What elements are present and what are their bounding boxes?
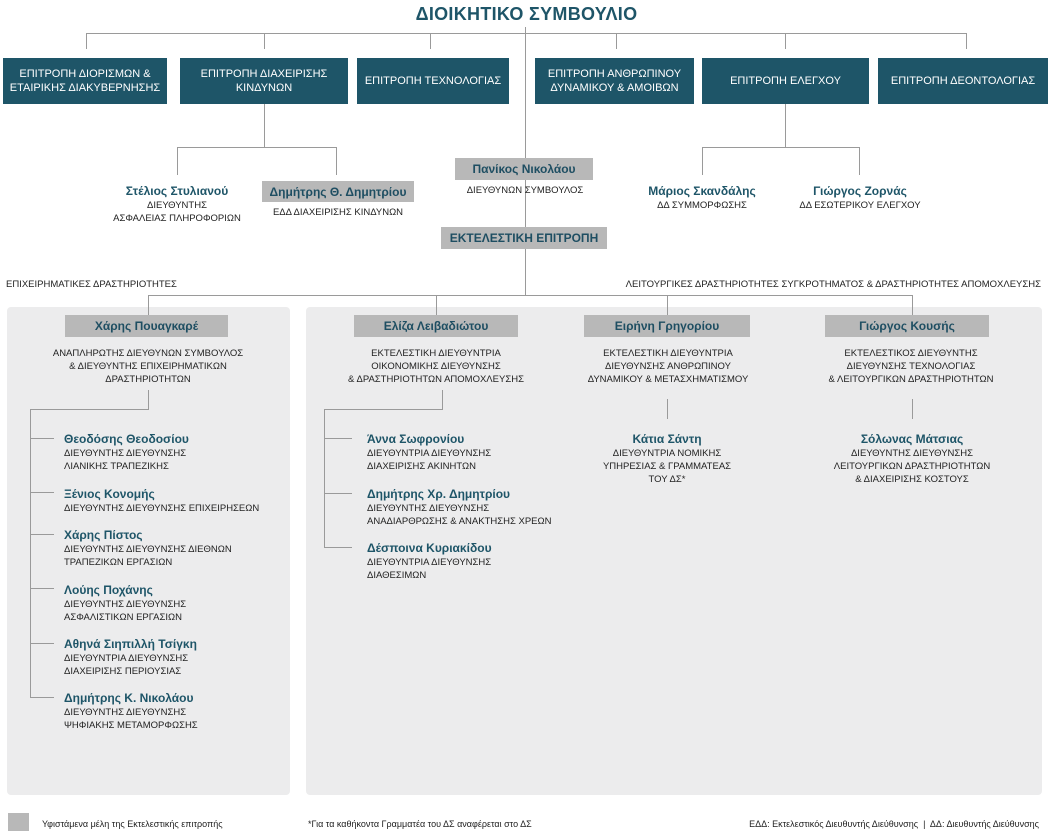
board-title: ΔΙΟΙΚΗΤΙΚΟ ΣΥΜΒΟΥΛΙΟ (415, 4, 638, 24)
business-report-role: ΔΙΕΥΘΥΝΤΗΣ ΔΙΕΥΘΥΝΣΗΣ ΕΠΙΧΕΙΡΗΣΕΩΝ (64, 503, 260, 514)
head-business-box[interactable]: Χάρης Πουαγκαρέ (65, 315, 228, 337)
finance-report-name: Δέσποινα Κυριακίδου (367, 541, 492, 555)
head-hr-box[interactable]: Ειρήνη Γρηγορίου (584, 315, 750, 337)
head-tech-box[interactable]: Γιώργος Κουσής (825, 315, 989, 337)
committees-bar (86, 33, 966, 34)
head-hr-role: ΕΚΤΕΛΕΣΤΙΚΗ ΔΙΕΥΘΥΝΤΡΙΑ ΔΙΕΥΘΥΝΣΗΣ ΑΝΘΡΩ… (587, 348, 749, 385)
business-panel (7, 307, 290, 795)
business-report-name: Αθηνά Σιηπιλλή Τσίγκη (64, 637, 197, 651)
risk-report-name: Στέλιος Στυλιανού (125, 184, 229, 198)
ceo-role: ΔΙΕΥΘΥΝΩΝ ΣΥΜΒΟΥΛΟΣ (466, 185, 584, 196)
footnote: *Για τα καθήκοντα Γραμματέα του ΔΣ αναφέ… (308, 819, 532, 829)
committee-nominations[interactable]: ΕΠΙΤΡΟΠΗ ΔΙΟΡΙΣΜΩΝ & ΕΤΑΙΡΙΚΗΣ ΔΙΑΚΥΒΕΡΝ… (3, 58, 167, 104)
tech-report-role: ΔΙΕΥΘΥΝΤΗΣ ΔΙΕΥΘΥΝΣΗΣ ΛΕΙΤΟΥΡΓΙΚΩΝ ΔΡΑΣΤ… (833, 448, 991, 485)
exec-committee-box[interactable]: ΕΚΤΕΛΕΣΤΙΚΗ ΕΠΙΤΡΟΠΗ (441, 227, 607, 249)
legend-swatch (8, 813, 29, 831)
finance-report-role: ΔΙΕΥΘΥΝΤΡΙΑ ΔΙΕΥΘΥΝΣΗΣ ΔΙΑΘΕΣΙΜΩΝ (367, 557, 492, 581)
head-business-role: ΑΝΑΠΛΗΡΩΤΗΣ ΔΙΕΥΘΥΝΩΝ ΣΥΜΒΟΥΛΟΣ & ΔΙΕΥΘΥ… (52, 348, 244, 385)
section-operations-label: ΛΕΙΤΟΥΡΓΙΚΕΣ ΔΡΑΣΤΗΡΙΟΤΗΤΕΣ ΣΥΓΚΡΟΤΗΜΑΤΟ… (625, 279, 1041, 290)
business-report-name: Χάρης Πίστος (64, 528, 143, 542)
audit-report-name: Γιώργος Ζορνάς (813, 184, 907, 198)
committee-technology[interactable]: ΕΠΙΤΡΟΠΗ ΤΕΧΝΟΛΟΓΙΑΣ (357, 58, 509, 104)
audit-report-role: ΔΔ ΕΣΩΤΕΡΙΚΟΥ ΕΛΕΓΧΟΥ (799, 200, 921, 211)
section-business-label: ΕΠΙΧΕΙΡΗΜΑΤΙΚΕΣ ΔΡΑΣΤΗΡΙΟΤΗΤΕΣ (6, 279, 177, 290)
risk-report-role: ΔΙΕΥΘΥΝΤΗΣ ΑΣΦΑΛΕΙΑΣ ΠΛΗΡΟΦΟΡΙΩΝ (113, 200, 241, 224)
business-report-name: Δημήτρης Κ. Νικολάου (64, 691, 194, 705)
finance-report-role: ΔΙΕΥΘΥΝΤΗΣ ΔΙΕΥΘΥΝΣΗΣ ΑΝΑΔΙΑΡΘΡΩΣΗΣ & ΑΝ… (367, 503, 552, 527)
business-report-role: ΔΙΕΥΘΥΝΤΡΙΑ ΔΙΕΥΘΥΝΣΗΣ ΔΙΑΧΕΙΡΙΣΗΣ ΠΕΡΙΟ… (64, 653, 189, 677)
finance-report-name: Δημήτρης Χρ. Δημητρίου (367, 487, 511, 501)
business-report-role: ΔΙΕΥΘΥΝΤΗΣ ΔΙΕΥΘΥΝΣΗΣ ΨΗΦΙΑΚΗΣ ΜΕΤΑΜΟΡΦΩ… (64, 707, 198, 731)
legend-label: Υφιστάμενα μέλη της Εκτελεστικής επιτροπ… (42, 819, 223, 829)
ceo-box[interactable]: Πανίκος Νικολάου (455, 158, 593, 180)
audit-report-role: ΔΔ ΣΥΜΜΟΡΦΩΣΗΣ (657, 200, 747, 211)
operations-panel (306, 307, 1042, 795)
business-report-role: ΔΙΕΥΘΥΝΤΗΣ ΔΙΕΥΘΥΝΣΗΣ ΑΣΦΑΛΙΣΤΙΚΩΝ ΕΡΓΑΣ… (64, 599, 187, 623)
business-report-name: Ξένιος Κονομής (64, 487, 155, 501)
committee-hr[interactable]: ΕΠΙΤΡΟΠΗ ΑΝΘΡΩΠΙΝΟΥ ΔΥΝΑΜΙΚΟΥ & ΑΜΟΙΒΩΝ (535, 58, 694, 104)
committee-risk[interactable]: ΕΠΙΤΡΟΠΗ ΔΙΑΧΕΙΡΙΣΗΣ ΚΙΝΔΥΝΩΝ (180, 58, 348, 104)
business-report-name: Λούης Ποχάνης (64, 583, 153, 597)
finance-report-role: ΔΙΕΥΘΥΝΤΡΙΑ ΔΙΕΥΘΥΝΣΗΣ ΔΙΑΧΕΙΡΙΣΗΣ ΑΚΙΝΗ… (367, 448, 492, 472)
audit-report-name: Μάριος Σκανδάλης (648, 184, 756, 198)
risk-report-member-box[interactable]: Δημήτρης Θ. Δημητρίου (262, 181, 414, 202)
head-finance-role: ΕΚΤΕΛΕΣΤΙΚΗ ΔΙΕΥΘΥΝΤΡΙΑ ΟΙΚΟΝΟΜΙΚΗΣ ΔΙΕΥ… (348, 348, 524, 385)
committee-ethics[interactable]: ΕΠΙΤΡΟΠΗ ΔΕΟΝΤΟΛΟΓΙΑΣ (878, 58, 1048, 104)
head-finance-box[interactable]: Ελίζα Λειβαδιώτου (354, 315, 518, 337)
hr-report-role: ΔΙΕΥΘΥΝΤΡΙΑ ΝΟΜΙΚΗΣ ΥΠΗΡΕΣΙΑΣ & ΓΡΑΜΜΑΤΕ… (602, 448, 732, 485)
business-report-name: Θεοδόσης Θεοδοσίου (64, 432, 189, 446)
tech-report-name: Σόλωνας Μάτσιας (860, 432, 964, 446)
head-tech-role: ΕΚΤΕΛΕΣΤΙΚΟΣ ΔΙΕΥΘΥΝΤΗΣ ΔΙΕΥΘΥΝΣΗΣ ΤΕΧΝΟ… (828, 348, 994, 385)
committee-audit[interactable]: ΕΠΙΤΡΟΠΗ ΕΛΕΓΧΟΥ (702, 58, 869, 104)
risk-report-role: ΕΔΔ ΔΙΑΧΕΙΡΙΣΗΣ ΚΙΝΔΥΝΩΝ (272, 207, 404, 218)
business-report-role: ΔΙΕΥΘΥΝΤΗΣ ΔΙΕΥΘΥΝΣΗΣ ΔΙΕΘΝΩΝ ΤΡΑΠΕΖΙΚΩΝ… (64, 544, 232, 568)
hr-report-name: Κάτια Σάντη (632, 432, 702, 446)
business-report-role: ΔΙΕΥΘΥΝΤΗΣ ΔΙΕΥΘΥΝΣΗΣ ΛΙΑΝΙΚΗΣ ΤΡΑΠΕΖΙΚΗ… (64, 448, 187, 472)
abbreviations: ΕΔΔ: Εκτελεστικός Διευθυντής Διεύθυνσης … (749, 819, 1039, 829)
finance-report-name: Άννα Σωφρονίου (367, 432, 465, 446)
